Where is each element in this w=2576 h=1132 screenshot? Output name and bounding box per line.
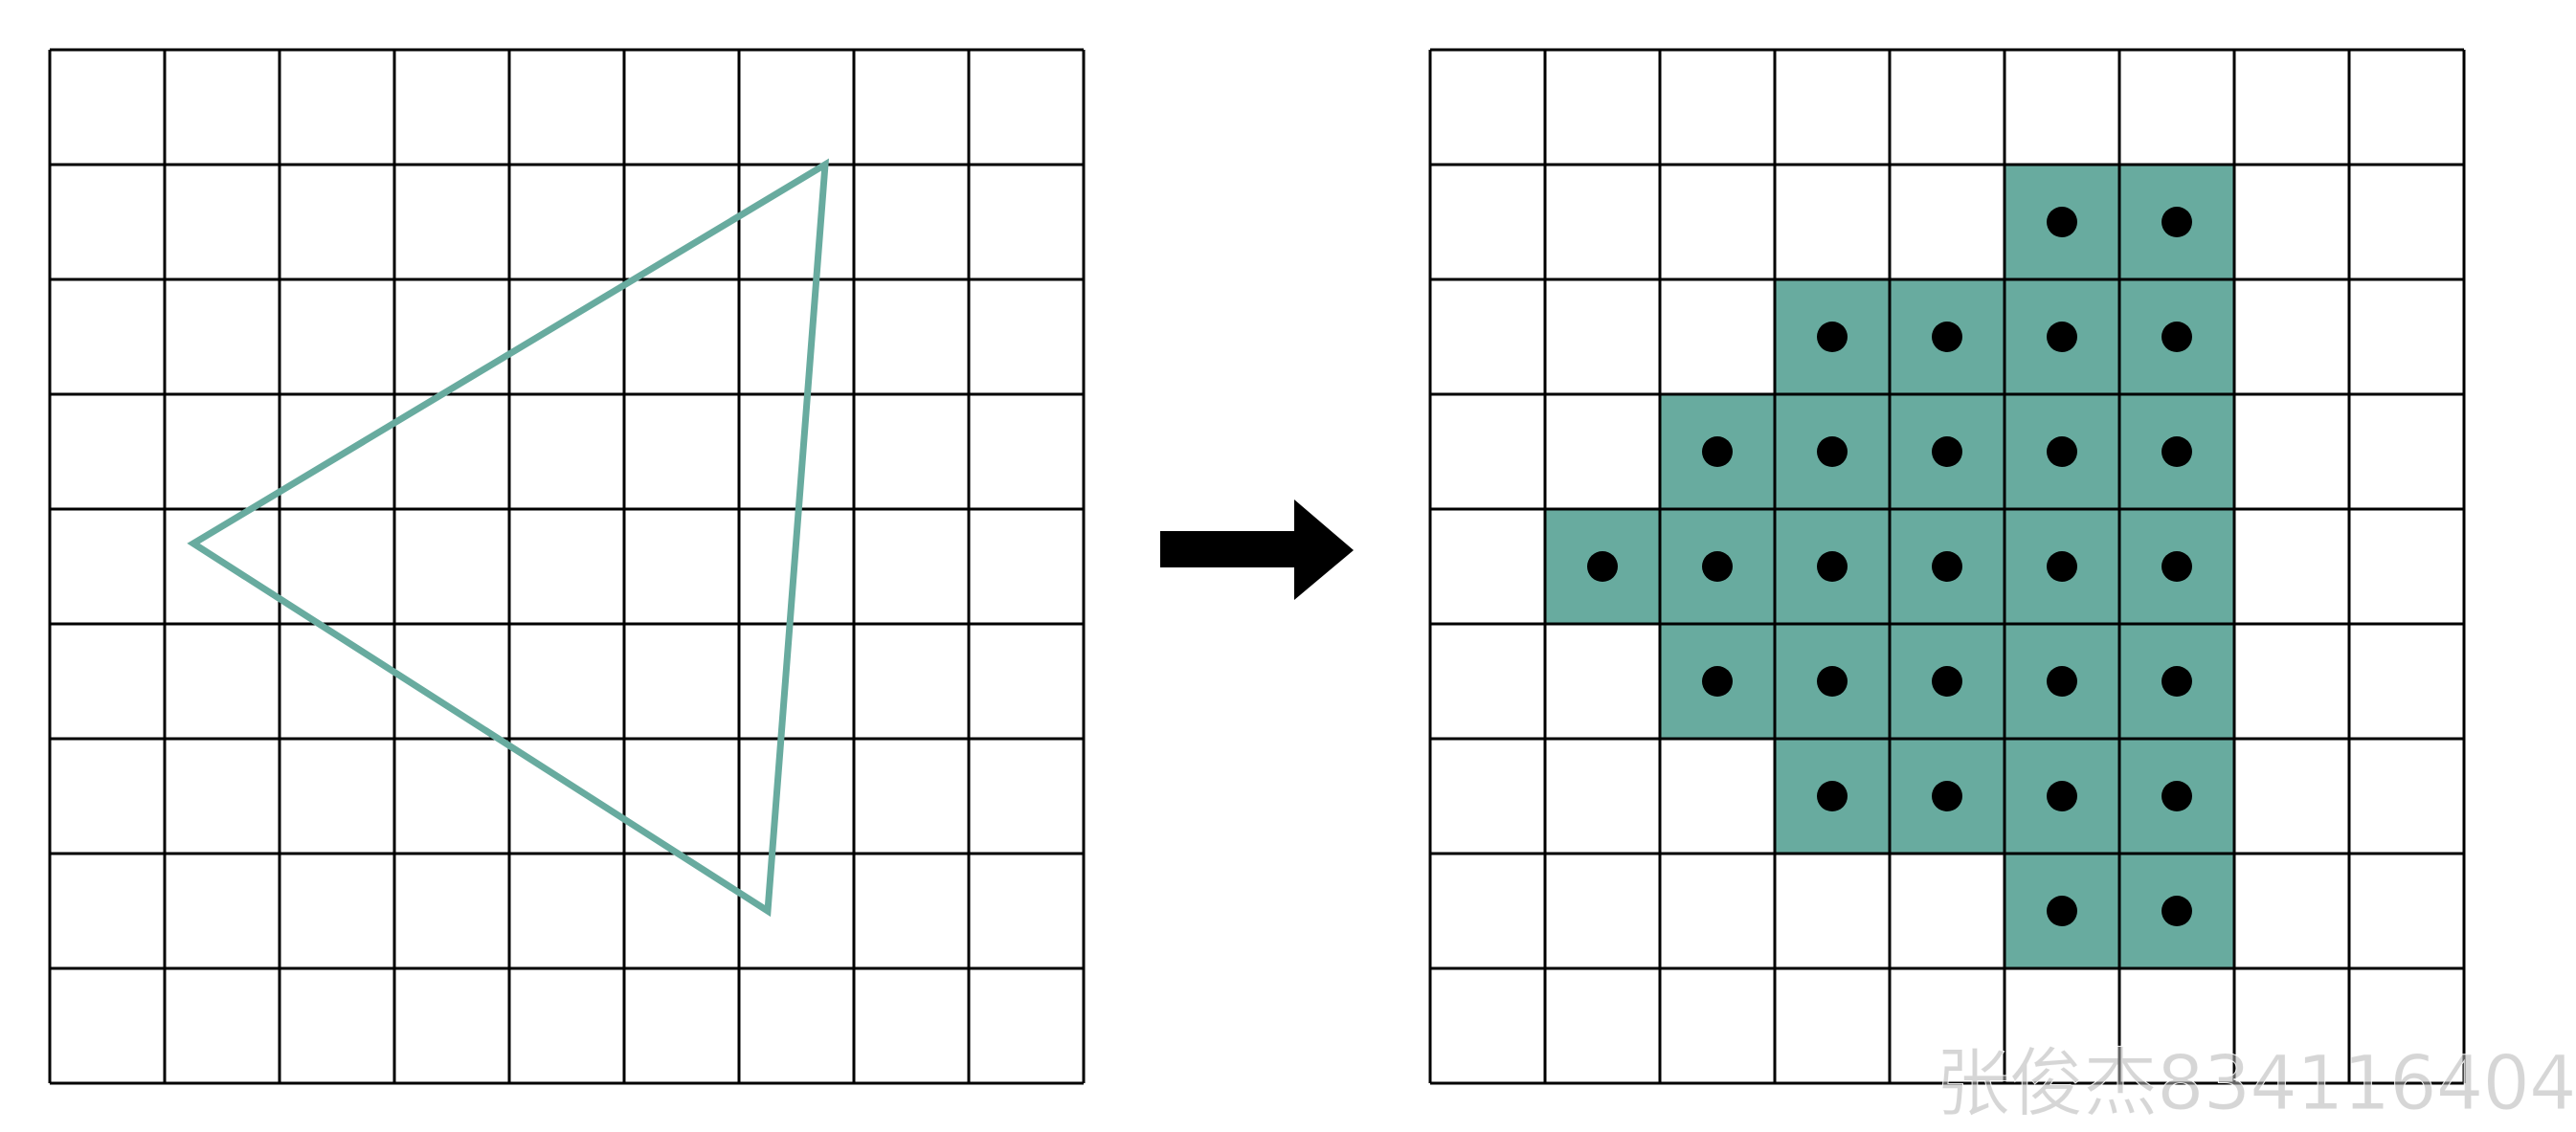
sample-dot [2047, 551, 2077, 582]
left-grid [48, 48, 1086, 1085]
right-arrow-icon [1160, 499, 1354, 600]
sample-dot [1817, 781, 1848, 811]
rasterized-cells [1545, 165, 2234, 968]
sample-dot [2162, 896, 2192, 926]
sample-dot [2162, 322, 2192, 352]
sample-dot [2162, 436, 2192, 467]
sample-dot [1932, 436, 1962, 467]
sample-dot [2047, 207, 2077, 237]
sample-dot [1932, 666, 1962, 697]
right-panel-rasterized-grid [1428, 48, 2466, 1085]
sample-dot [2047, 666, 2077, 697]
sample-dot [1932, 781, 1962, 811]
left-panel-triangle-grid [48, 48, 1086, 1085]
right-grid [1428, 48, 2466, 1085]
sample-dot [1817, 666, 1848, 697]
sample-dot [2047, 781, 2077, 811]
sample-dot [1817, 551, 1848, 582]
sample-dot [1932, 551, 1962, 582]
sample-dot [2047, 322, 2077, 352]
watermark-text: 张俊杰834116404 [1936, 1041, 2576, 1127]
sample-dot [2162, 781, 2192, 811]
rasterization-diagram [48, 48, 2466, 1085]
sample-dot [2162, 207, 2192, 237]
sample-dot [1817, 436, 1848, 467]
triangle-outline [187, 158, 830, 918]
sample-dot [1702, 666, 1733, 697]
sample-dot [2162, 551, 2192, 582]
sample-dot [1702, 436, 1733, 467]
sample-dot [1932, 322, 1962, 352]
sample-dot [2047, 896, 2077, 926]
sample-dot [1702, 551, 1733, 582]
sample-dots [1587, 207, 2192, 926]
sample-dot [2047, 436, 2077, 467]
sample-dot [1817, 322, 1848, 352]
sample-dot [2162, 666, 2192, 697]
sample-dot [1587, 551, 1618, 582]
